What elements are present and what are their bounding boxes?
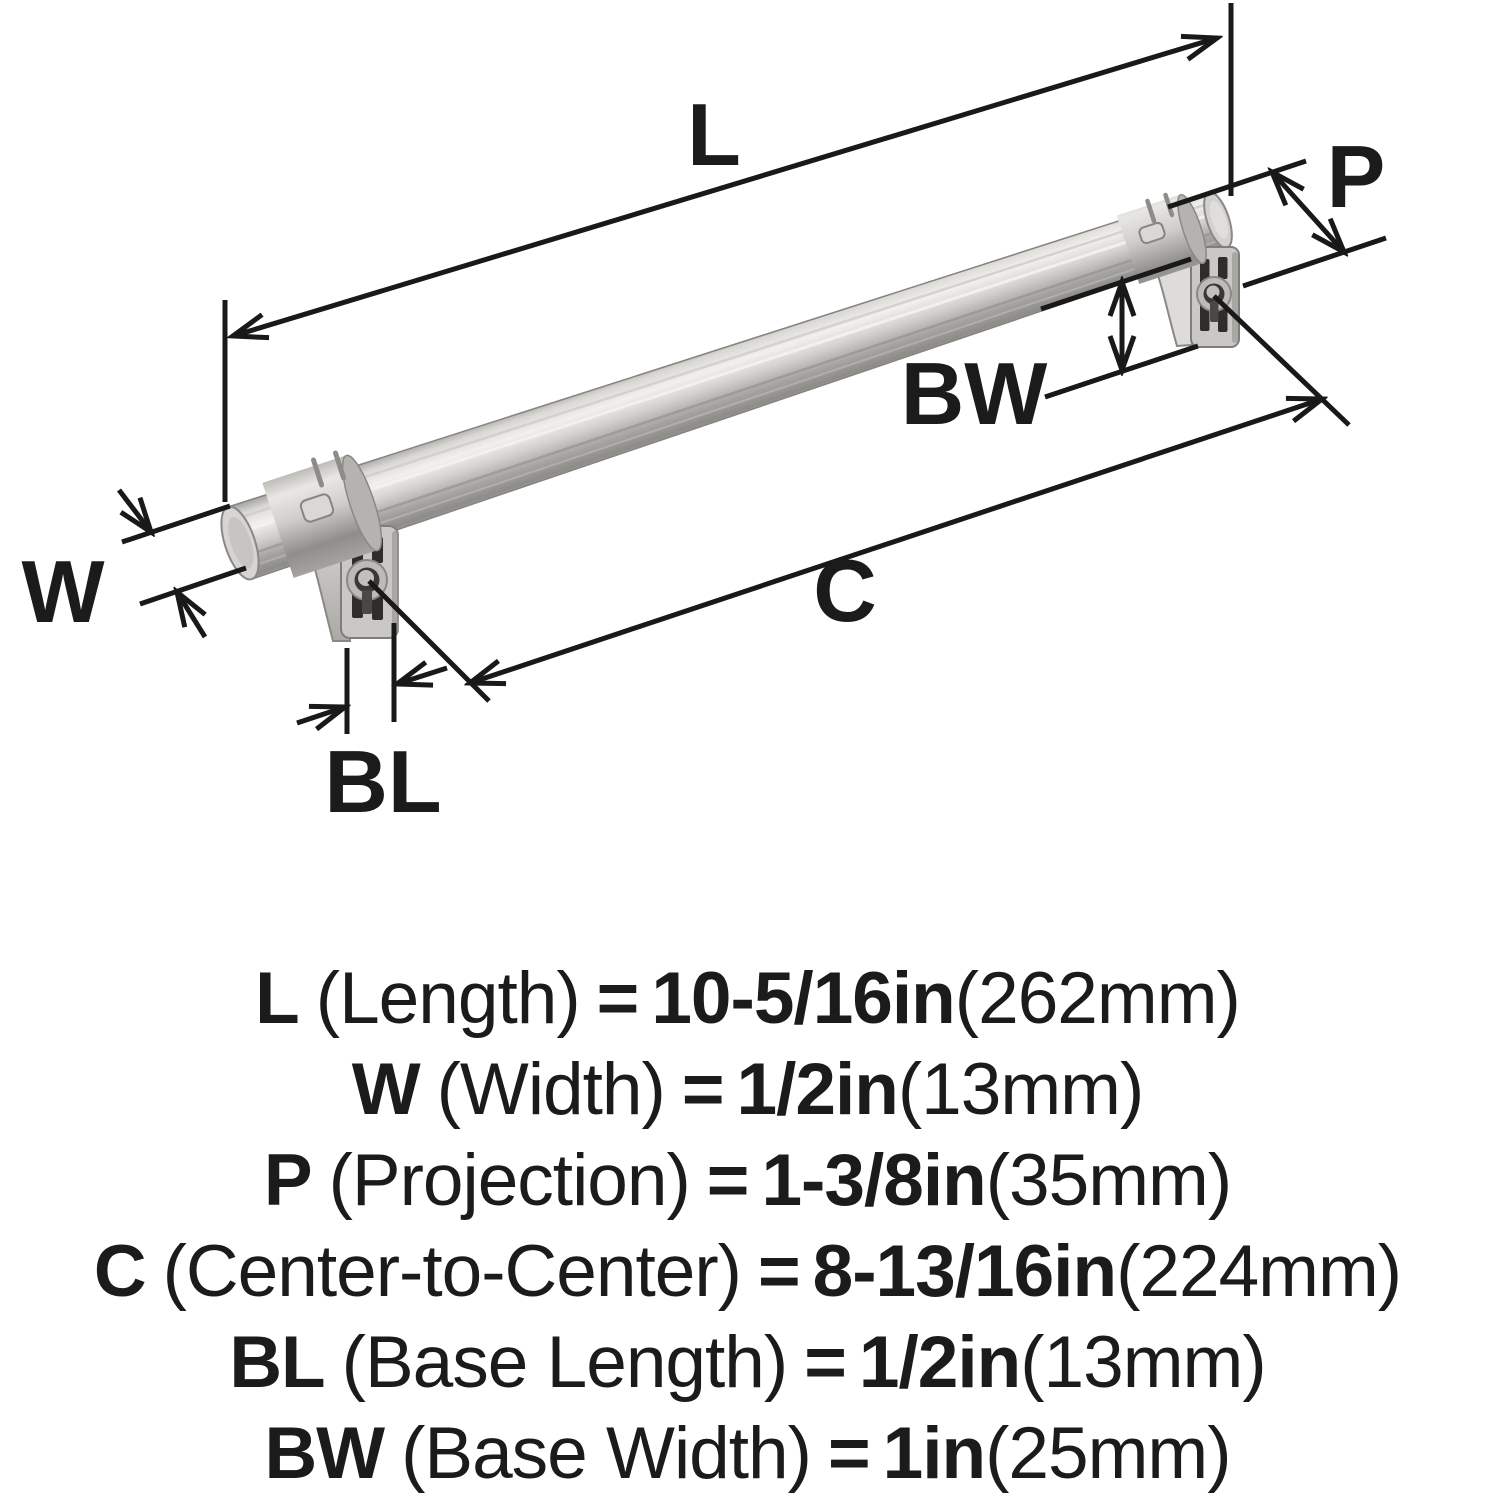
- spec-row-center-to-center: C(Center-to-Center)=8-13/16in(224mm): [0, 1226, 1495, 1317]
- c-dimension-line: [470, 399, 1322, 683]
- spec-code: P: [263, 1140, 313, 1221]
- p-extension-bottom: [1242, 235, 1387, 289]
- spec-value-imperial: 1in: [882, 1413, 986, 1494]
- spec-label: (Base Width): [401, 1413, 812, 1494]
- spec-value-imperial: 10-5/16in: [651, 958, 955, 1039]
- spec-value-imperial: 8-13/16in: [812, 1231, 1117, 1312]
- label-W: W: [21, 542, 104, 641]
- left-collar: [262, 450, 383, 578]
- bl-arrow-right: [397, 668, 448, 684]
- w-arrow-bottom: [177, 592, 208, 639]
- left-collar-ridge: [333, 450, 347, 481]
- spec-code: BW: [264, 1413, 385, 1494]
- left-collar-rim: [341, 454, 383, 552]
- right-base-keyhole-stem: [1210, 301, 1219, 322]
- bar-brush-shadow: [244, 228, 1222, 558]
- spec-value-imperial: 1/2in: [736, 1049, 898, 1130]
- label-C: C: [813, 541, 877, 640]
- spec-value-metric: (13mm): [897, 1049, 1144, 1130]
- w-arrow-top: [117, 488, 151, 532]
- spec-label: (Width): [436, 1049, 666, 1130]
- spec-value-imperial: 1-3/8in: [761, 1140, 986, 1221]
- dimension-base-width: [1040, 256, 1199, 400]
- spec-value-metric: (224mm): [1116, 1231, 1402, 1312]
- spec-equals: =: [804, 1322, 847, 1403]
- spec-row-base-length: BL(Base Length)=1/2in(13mm): [0, 1317, 1495, 1408]
- spec-equals: =: [596, 958, 640, 1039]
- spec-label: (Projection): [328, 1140, 691, 1221]
- l-dimension-line: [233, 38, 1217, 336]
- bar-brush-highlight: [232, 201, 1213, 522]
- spec-equals: =: [827, 1413, 871, 1494]
- spec-value-imperial: 1/2in: [858, 1322, 1021, 1403]
- spec-code: C: [93, 1231, 147, 1312]
- left-collar-window: [299, 493, 335, 523]
- c-leader-right: [1212, 294, 1351, 427]
- spec-row-length: L(Length)=10-5/16in(262mm): [0, 953, 1495, 1044]
- label-P: P: [1327, 127, 1386, 226]
- spec-equals: =: [757, 1231, 801, 1312]
- spec-label: (Base Length): [341, 1322, 789, 1403]
- label-BW: BW: [901, 344, 1048, 443]
- spec-row-base-width: BW(Base Width)=1in(25mm): [0, 1408, 1495, 1499]
- left-base-slot: [372, 594, 383, 620]
- spec-label: (Length): [315, 958, 581, 1039]
- spec-value-metric: (25mm): [985, 1413, 1231, 1494]
- spec-row-width: W(Width)=1/2in(13mm): [0, 1044, 1495, 1135]
- w-extension-bottom: [139, 565, 247, 607]
- spec-equals: =: [681, 1049, 725, 1130]
- dimension-width: [117, 488, 247, 639]
- dimension-base-length: [296, 623, 448, 734]
- spec-code: L: [255, 958, 300, 1039]
- dimension-center-to-center: [367, 294, 1351, 703]
- spec-value-metric: (262mm): [954, 958, 1241, 1039]
- right-base-side-shade: [1232, 252, 1238, 343]
- left-collar-ridge: [311, 457, 325, 488]
- dimension-spec-list: L(Length)=10-5/16in(262mm) W(Width)=1/2i…: [0, 953, 1495, 1499]
- spec-value-metric: (35mm): [985, 1140, 1232, 1221]
- spec-value-metric: (13mm): [1020, 1322, 1266, 1403]
- spec-code: W: [351, 1049, 421, 1130]
- spec-row-projection: P(Projection)=1-3/8in(35mm): [0, 1135, 1495, 1226]
- label-BL: BL: [324, 732, 441, 831]
- dimension-length: [222, 3, 1234, 502]
- spec-label: (Center-to-Center): [162, 1231, 742, 1312]
- right-base-slot: [1218, 257, 1228, 279]
- label-L: L: [687, 85, 741, 184]
- bl-arrow-left: [296, 707, 345, 723]
- left-base-side-shade: [392, 531, 399, 634]
- p-dimension-line: [1272, 172, 1344, 252]
- left-base-keyhole-stem: [362, 590, 372, 614]
- dimension-projection: [1167, 158, 1387, 289]
- spec-code: BL: [229, 1322, 325, 1403]
- spec-equals: =: [706, 1140, 750, 1221]
